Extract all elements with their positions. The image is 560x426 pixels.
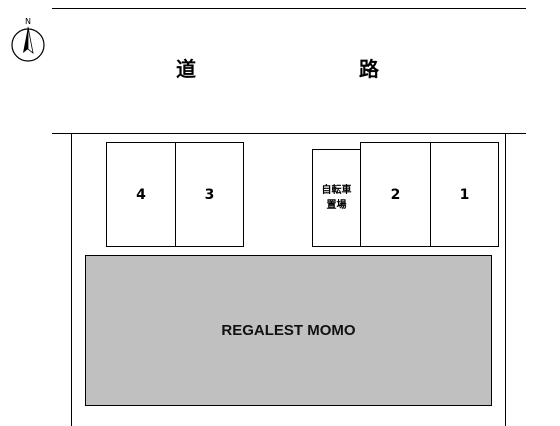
road-bottom-edge — [52, 133, 526, 134]
parking-space-label: 2 — [390, 186, 401, 203]
compass-north-label: N — [25, 17, 31, 26]
parking-space-2: 2 — [360, 142, 431, 247]
road-label-char-2: 路 — [359, 57, 379, 81]
parking-space-label: 3 — [204, 186, 215, 203]
building-footprint: REGALEST MOMO — [85, 255, 492, 406]
parking-space-1: 1 — [430, 142, 499, 247]
bicycle-parking-label-line-1: 自転車 — [321, 185, 352, 196]
lot-boundary-right — [505, 133, 506, 426]
building-name: REGALEST MOMO — [221, 322, 356, 339]
parking-space-label: 4 — [136, 186, 146, 203]
lot-boundary-left — [71, 133, 72, 426]
compass-needle-dark — [23, 27, 28, 53]
parking-space-4: 4 — [106, 142, 176, 247]
bicycle-parking: 自転車 置場 — [312, 149, 361, 247]
compass-graphic: N — [11, 17, 45, 62]
road-top-edge — [52, 8, 526, 9]
compass-needle-light — [27, 26, 34, 54]
bicycle-parking-label-line-2: 置場 — [326, 200, 347, 211]
parking-space-3: 3 — [175, 142, 244, 247]
road-label-char-1: 道 — [176, 57, 196, 81]
parking-space-label: 1 — [459, 186, 470, 203]
north-compass-icon: N — [10, 16, 46, 64]
